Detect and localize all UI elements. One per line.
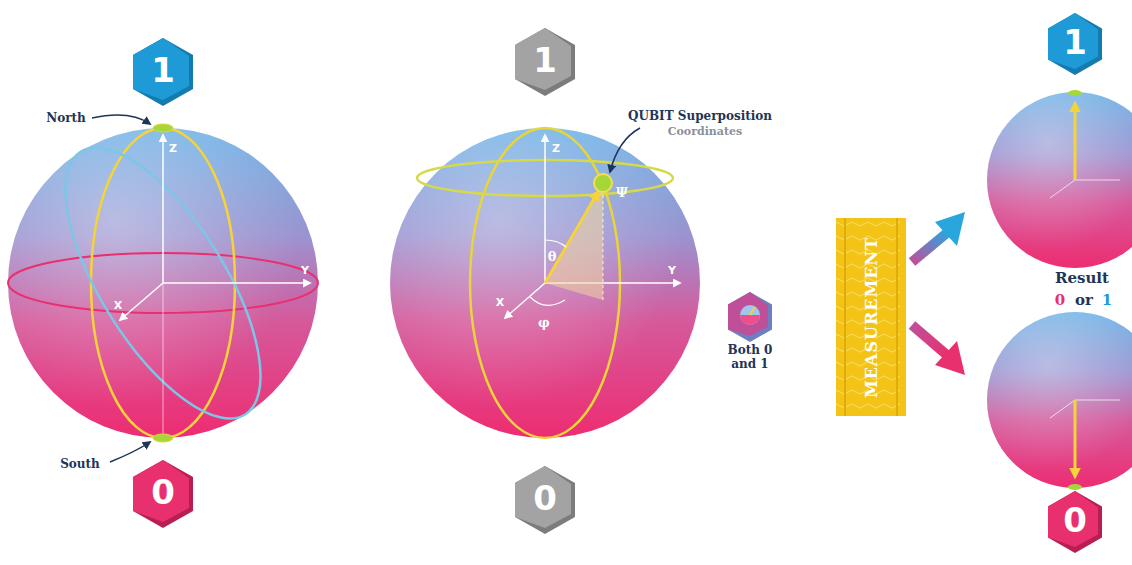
axis-label: Z (169, 142, 177, 155)
state-digit: 0 (151, 475, 175, 509)
axis-label: X (496, 296, 504, 309)
superposition-badge: Both 0 and 1 (718, 292, 782, 372)
state-digit: 0 (1063, 503, 1087, 537)
state-hexagon: 1 (515, 28, 575, 96)
qubit-label: QUBIT Superposition (628, 109, 772, 123)
result-word: or (1075, 291, 1093, 309)
connector (774, 317, 836, 318)
measurement-band: MEASUREMENT (836, 218, 906, 416)
qubit-sublabel: Coordinates (668, 125, 743, 138)
axis-label: Y (301, 264, 309, 277)
state-hexagon: 1 (133, 38, 193, 106)
state-hexagon: 0 (133, 460, 193, 528)
axis-label: Y (668, 264, 676, 277)
phi-symbol: φ (538, 315, 550, 330)
superposition-caption: Both 0 and 1 (718, 344, 782, 372)
state-hexagon: 1 (1048, 13, 1102, 75)
measurement-label: MEASUREMENT (862, 237, 881, 398)
axis-label: X (114, 299, 122, 312)
state-digit: 1 (151, 53, 175, 87)
north-label: North (46, 111, 86, 125)
state-digit: 1 (1063, 25, 1087, 59)
theta-symbol: θ (548, 249, 557, 264)
result-value: 1 (1102, 291, 1112, 309)
result-value: 0 (1055, 291, 1065, 309)
state-digit: 0 (533, 481, 557, 515)
state-digit: 1 (533, 43, 557, 77)
badge-hexagon (728, 292, 772, 342)
psi-symbol: Ψ (616, 185, 628, 200)
south-label: South (60, 457, 100, 471)
axis-label: Z (552, 142, 560, 155)
hexagon-shape (728, 292, 772, 342)
state-hexagon: 0 (515, 466, 575, 534)
state-hexagon: 0 (1048, 491, 1102, 553)
result-label: Result (1055, 269, 1109, 287)
